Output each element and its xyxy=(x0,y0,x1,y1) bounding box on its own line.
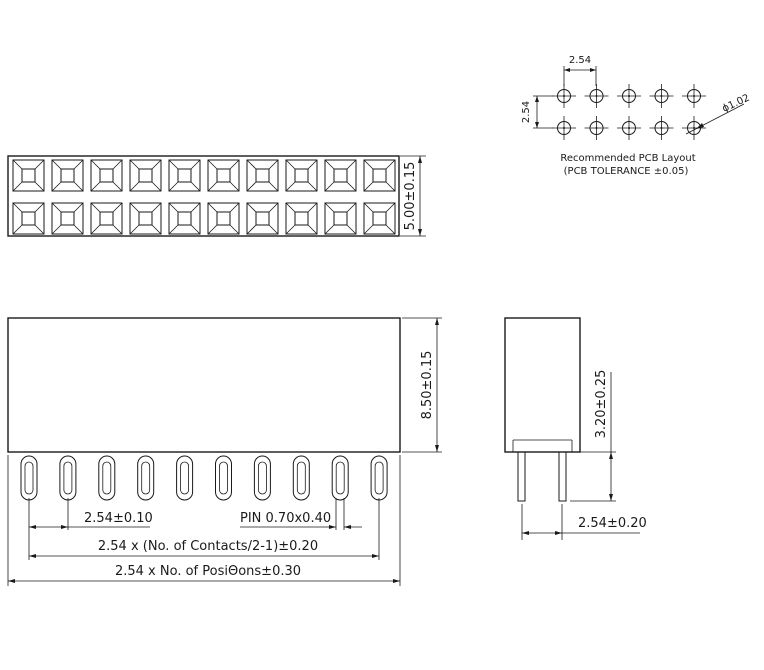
front-view-pin xyxy=(137,455,155,501)
front-view-pin xyxy=(176,455,194,501)
top-view-contact xyxy=(246,159,279,192)
side-view-body xyxy=(504,317,581,453)
front-view-pin xyxy=(215,455,232,501)
front-view-pin xyxy=(331,455,349,501)
top-view-contact xyxy=(207,159,240,192)
front-view-pin xyxy=(20,455,38,501)
side-view-pin-left xyxy=(517,451,526,502)
pcb-hole xyxy=(584,84,609,108)
top-view-contact xyxy=(51,159,84,192)
pcb-hole xyxy=(584,116,609,140)
top-view-contact xyxy=(324,159,357,192)
front-pin-label: PIN 0.70x0.40 xyxy=(240,511,331,526)
pcb-layout: 2.54 2.54 ϕ1.02 Recommended PCB Layout (… xyxy=(521,55,751,177)
front-contacts-dimension: 2.54 x (No. of Contacts/2-1)±0.20 xyxy=(29,539,379,558)
front-positions-label: 2.54 x No. of PosiΘons±0.30 xyxy=(115,564,301,579)
side-view-pin-right xyxy=(558,451,567,502)
top-view-contact-grid xyxy=(12,159,396,235)
top-view-contact xyxy=(246,202,279,235)
pcb-hole xyxy=(617,116,641,140)
top-view-contact xyxy=(51,202,84,235)
top-view-contact xyxy=(12,159,45,192)
side-row-spacing-label: 2.54±0.20 xyxy=(578,516,647,531)
top-view-contact xyxy=(129,202,162,235)
top-view-contact xyxy=(207,202,240,235)
top-view-width-dimension: 5.00±0.15 xyxy=(400,155,426,237)
front-contacts-label: 2.54 x (No. of Contacts/2-1)±0.20 xyxy=(98,539,318,554)
side-row-spacing-dimension: 2.54±0.20 xyxy=(521,504,647,540)
pcb-hole xyxy=(649,116,674,140)
top-view-contact xyxy=(129,159,162,192)
top-view-contact xyxy=(324,202,357,235)
front-view-pin xyxy=(292,455,310,501)
pcb-hole-grid xyxy=(552,84,706,140)
pcb-row-pitch-label: 2.54 xyxy=(521,101,532,123)
front-view-pins xyxy=(20,455,388,501)
front-view-pin xyxy=(98,455,116,501)
top-view-contact xyxy=(285,202,318,235)
pcb-caption-title: Recommended PCB Layout xyxy=(560,153,695,164)
top-view-contact xyxy=(12,202,45,235)
side-pin-length-dimension: 3.20±0.25 xyxy=(570,370,616,502)
top-view-contact xyxy=(285,159,318,192)
pcb-hole xyxy=(552,84,576,108)
pcb-row-pitch-dimension: 2.54 xyxy=(521,95,553,129)
pcb-hole xyxy=(617,84,641,108)
front-view-pin xyxy=(253,455,271,501)
pcb-hole xyxy=(552,116,576,140)
top-view-contact xyxy=(168,202,201,235)
front-pin-dimension: PIN 0.70x0.40 xyxy=(240,511,362,529)
pcb-caption-tolerance: (PCB TOLERANCE ±0.05) xyxy=(564,166,689,177)
front-view: 8.50±0.15 2.54±0.10 PIN 0.70x0.40 xyxy=(7,317,442,586)
front-view-pin xyxy=(59,455,77,501)
top-view-outline xyxy=(7,155,400,237)
side-view: 3.20±0.25 2.54±0.20 xyxy=(504,317,647,540)
pcb-pitch-dimension: 2.54 xyxy=(563,55,597,86)
front-height-label: 8.50±0.15 xyxy=(420,351,435,420)
pcb-hole xyxy=(649,84,674,108)
pcb-hole xyxy=(682,116,706,140)
pcb-hole xyxy=(682,84,706,108)
top-view-contact xyxy=(168,159,201,192)
top-view-contact xyxy=(363,159,396,192)
side-pin-length-label: 3.20±0.25 xyxy=(594,370,609,439)
top-view-contact xyxy=(90,159,123,192)
front-view-pin xyxy=(370,455,388,501)
top-view-width-label: 5.00±0.15 xyxy=(403,162,418,231)
pcb-pitch-label: 2.54 xyxy=(569,55,591,66)
front-height-dimension: 8.50±0.15 xyxy=(402,317,442,453)
front-positions-dimension: 2.54 x No. of PosiΘons±0.30 xyxy=(8,564,400,583)
top-view-contact xyxy=(363,202,396,235)
top-view-contact xyxy=(90,202,123,235)
pcb-hole-label: ϕ1.02 xyxy=(721,93,752,115)
top-view: 5.00±0.15 xyxy=(7,155,426,237)
front-pitch-dimension: 2.54±0.10 xyxy=(29,511,153,529)
front-view-body xyxy=(7,317,401,453)
front-pitch-label: 2.54±0.10 xyxy=(84,511,153,526)
